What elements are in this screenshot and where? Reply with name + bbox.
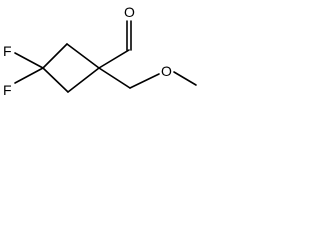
bond-to-aldehyde-carbon: [98, 49, 130, 69]
ring-bond-right-top: [66, 43, 100, 69]
cf-bond-upper: [14, 52, 44, 69]
bond-to-methylene: [98, 67, 131, 89]
fluorine-upper-label: F: [3, 43, 12, 59]
bond-methylene-oxygen: [129, 73, 160, 89]
ring-bond-left-bottom: [42, 67, 69, 93]
fluorine-lower-label: F: [3, 82, 12, 98]
cf-bond-lower: [14, 67, 44, 84]
ether-oxygen-label: O: [161, 63, 172, 79]
ring-bond-right-bottom: [67, 67, 100, 93]
carbonyl-oxygen-label: O: [124, 4, 135, 20]
bond-oxygen-methyl: [173, 71, 197, 86]
ring-bond-top: [42, 43, 68, 69]
chemical-structure: F F O O: [3, 4, 197, 98]
